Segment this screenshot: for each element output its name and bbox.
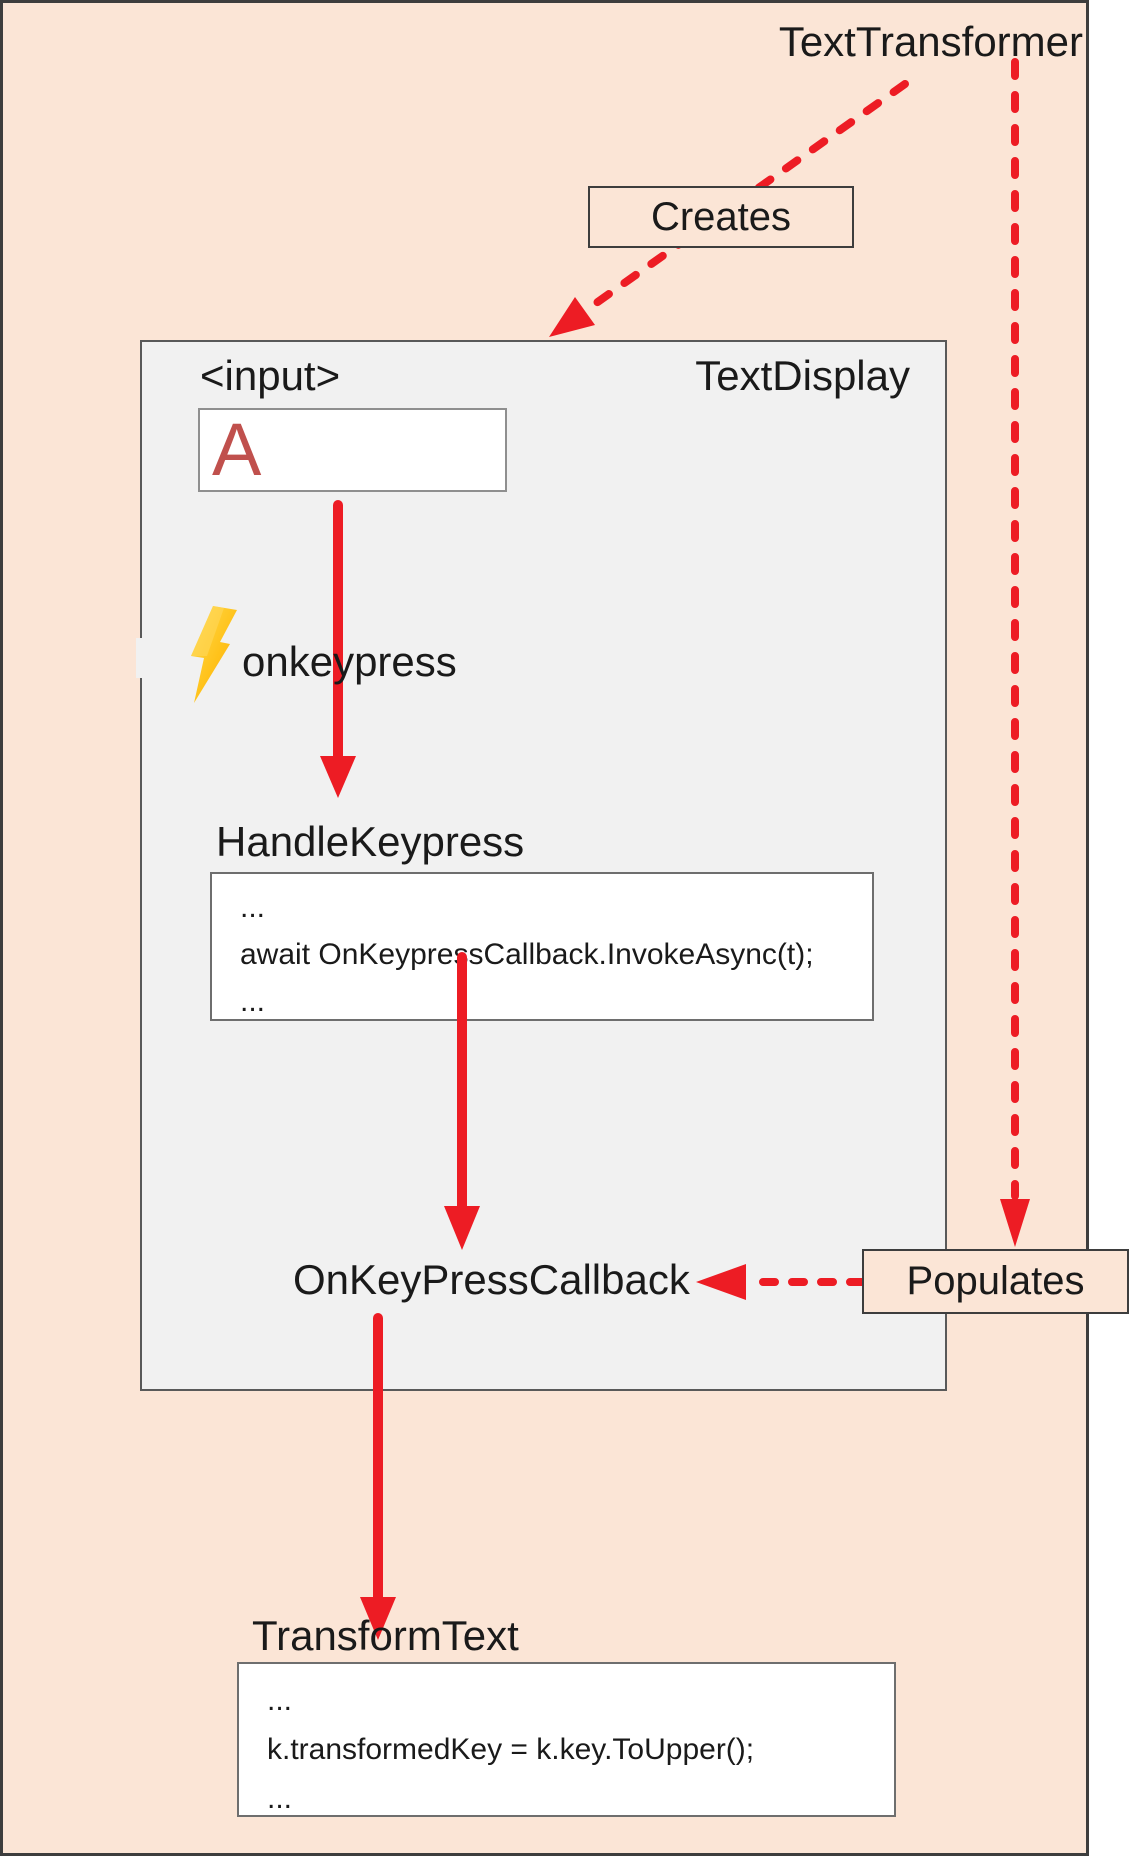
onkeypress-label: onkeypress — [242, 638, 457, 685]
populates-label: Populates — [906, 1259, 1085, 1303]
input-value-text: A — [212, 408, 262, 491]
border-gap — [136, 638, 144, 678]
code-line: ... — [240, 891, 266, 924]
code-line: await OnKeypressCallback.InvokeAsync(t); — [240, 938, 814, 971]
populates-to-callback-arrow — [696, 1264, 866, 1300]
transform-text-code-box: ... k.transformedKey = k.key.ToUpper(); … — [237, 1662, 896, 1817]
handle-keypress-code-box: ... await OnKeypressCallback.InvokeAsync… — [210, 872, 874, 1021]
input-field[interactable] — [198, 408, 507, 492]
transform-text-label: TransformText — [252, 1612, 519, 1659]
invoke-callback-arrow — [444, 952, 480, 1250]
code-line: ... — [267, 1684, 293, 1717]
text-display-title: TextDisplay — [695, 352, 910, 399]
input-tag-label: <input> — [200, 352, 341, 399]
callback-to-transform-arrow — [360, 1313, 396, 1640]
on-keypress-callback-label: OnKeyPressCallback — [293, 1256, 690, 1303]
creates-label: Creates — [650, 194, 792, 239]
onkeypress-arrow — [320, 500, 356, 798]
code-line: ... — [267, 1782, 293, 1815]
text-display-component-box — [140, 340, 947, 1391]
text-transformer-label: TextTransformer — [778, 18, 1083, 65]
populates-arrow — [1000, 58, 1030, 1247]
handle-keypress-label: HandleKeypress — [216, 818, 525, 865]
code-line: ... — [240, 985, 266, 1018]
code-line: k.transformedKey = k.key.ToUpper(); — [267, 1733, 755, 1766]
populates-box: Populates — [862, 1249, 1129, 1314]
creates-box: Creates — [588, 186, 854, 248]
lightning-bolt-icon — [191, 606, 237, 703]
